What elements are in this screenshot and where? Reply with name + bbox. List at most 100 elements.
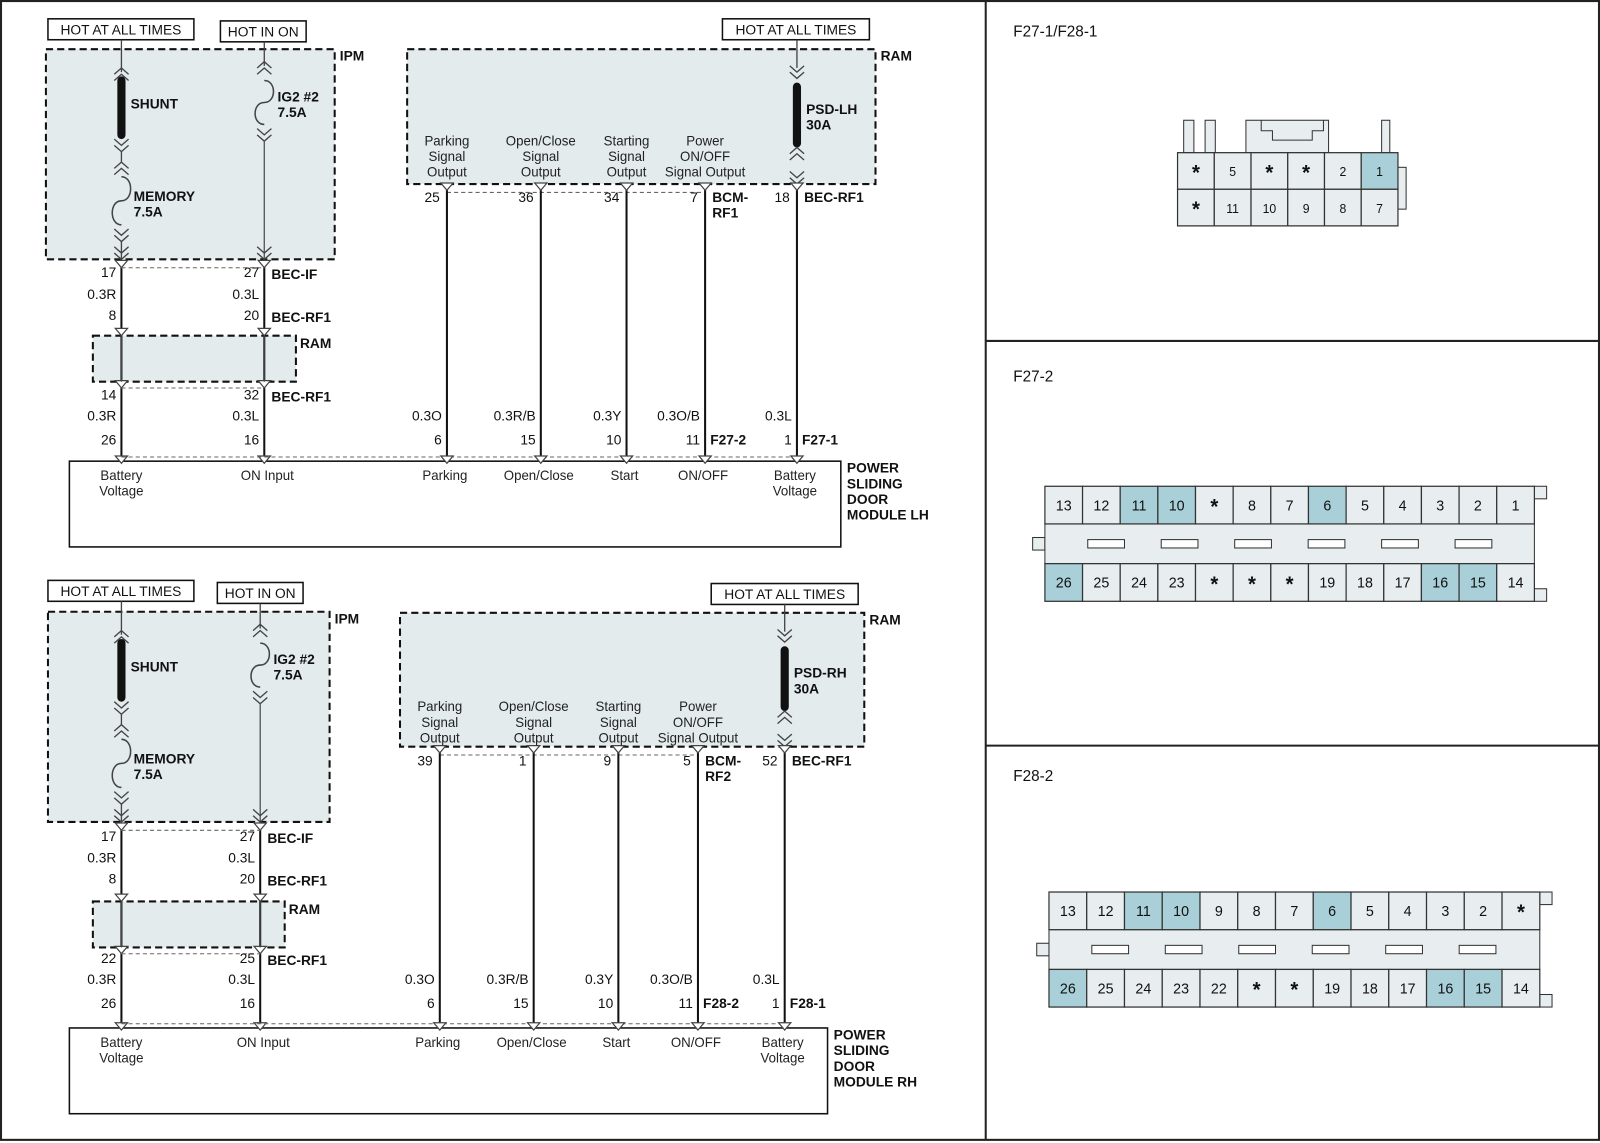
power-source-label: HOT AT ALL TIMES	[60, 583, 181, 599]
fuse-label: PSD-RH	[794, 664, 847, 680]
connector-pin-highlighted	[1420, 563, 1460, 602]
shunt-label: SHUNT	[131, 658, 179, 674]
pin-number: 18	[774, 189, 790, 205]
pin-number: 15	[513, 995, 529, 1011]
pin-number: 52	[762, 752, 778, 768]
ram-label: RAM	[869, 611, 900, 627]
pin-number: 5	[1366, 904, 1374, 920]
power-source-label: HOT IN ON	[225, 585, 296, 601]
output-label: Open/Close	[499, 699, 569, 714]
power-source-label-box	[721, 18, 871, 41]
ram-junction-box	[91, 334, 297, 383]
pin-number: 9	[604, 752, 612, 768]
connector-id: BEC-IF	[271, 266, 317, 282]
connector-tab	[1539, 993, 1553, 1008]
pin-terminal-icon	[697, 455, 713, 465]
output-label: Power	[679, 699, 717, 714]
pin-number: 0.3L	[232, 286, 259, 302]
connector-tab	[1036, 942, 1050, 957]
pin-number: 17	[101, 264, 117, 280]
pin-number: 25	[424, 189, 440, 205]
connector-slot	[1087, 539, 1125, 549]
connector-pin	[1274, 891, 1314, 931]
output-label: Signal Output	[658, 730, 739, 745]
connector-chevron-icon	[256, 246, 272, 261]
pin-terminal-icon	[432, 744, 448, 754]
fuse-label: IG2 #2	[278, 88, 320, 104]
pin-number: 13	[1060, 904, 1076, 920]
pin-number: 11	[686, 431, 701, 447]
pin-terminal-icon	[789, 182, 805, 192]
pin-number: *	[1302, 161, 1311, 184]
pin-terminal-icon	[113, 1022, 129, 1032]
pin-terminal-icon	[256, 259, 272, 269]
module-pin-label: Voltage	[99, 484, 143, 499]
pin-number: 10	[606, 431, 622, 447]
output-label: Parking	[424, 133, 469, 148]
pin-number: 24	[1131, 576, 1147, 592]
connector-pin	[1250, 152, 1289, 190]
fuse-icon	[254, 79, 275, 126]
pin-number: 0.3R	[87, 850, 116, 866]
connector-pin	[1250, 188, 1289, 227]
pin-terminal-icon	[610, 744, 626, 754]
module-pin-label: Start	[602, 1035, 630, 1050]
pin-terminal-icon	[113, 455, 129, 465]
connector-id: F27-2	[710, 431, 746, 447]
connector-pin	[1501, 891, 1541, 931]
connector-id: RF2	[705, 768, 731, 784]
connector-tab	[1032, 536, 1046, 551]
output-label: Output	[607, 165, 647, 180]
pin-terminal-icon	[697, 182, 713, 192]
connector-id: BCM-	[712, 189, 748, 205]
pin-number: 27	[240, 828, 256, 844]
module-title: SLIDING	[847, 475, 903, 491]
connector-pin	[1496, 485, 1536, 525]
connector-pin	[1307, 563, 1347, 602]
connector-title: F27-1/F28-1	[1013, 23, 1097, 40]
pin-number: 5	[1229, 165, 1236, 179]
connector-pin	[1157, 563, 1197, 602]
pin-number: 0.3R	[87, 971, 116, 987]
pin-number: 0.3R	[87, 286, 116, 302]
connector-tab	[1204, 119, 1216, 154]
pin-number: 8	[109, 307, 117, 323]
connector-pin	[1312, 968, 1352, 1008]
connector-chevron-icon	[113, 629, 130, 644]
pin-number: 0.3R	[87, 407, 116, 423]
connector-pin	[1194, 485, 1234, 525]
connector-slot	[1164, 944, 1203, 955]
pin-number: 8	[1248, 498, 1256, 514]
pin-number: 15	[520, 431, 536, 447]
pin-number: 32	[244, 386, 260, 402]
connector-pin	[1496, 563, 1536, 602]
pin-number: *	[1286, 573, 1295, 596]
connector-tab	[1397, 166, 1407, 210]
pin-terminal-icon	[252, 893, 268, 903]
output-label: Output	[521, 165, 561, 180]
pin-number: 8	[1253, 904, 1261, 920]
output-label: Signal	[429, 149, 466, 164]
module-pin-label: ON/OFF	[678, 468, 728, 483]
connector-id: RF1	[712, 204, 738, 220]
module-pin-label: ON Input	[237, 1035, 290, 1050]
connector-slot	[1381, 539, 1419, 549]
connector-tab	[1183, 119, 1195, 154]
connector-pin	[1360, 188, 1399, 227]
connector-slot	[1385, 944, 1423, 955]
connector-pin	[1287, 152, 1326, 190]
connector-tab	[1533, 588, 1548, 602]
connector-tab	[1381, 119, 1391, 154]
connector-pin	[1119, 563, 1159, 602]
psd-fuse-icon	[780, 646, 789, 712]
module-pin-label: ON Input	[241, 468, 294, 483]
pin-terminal-icon	[619, 182, 634, 192]
pin-number: 1	[519, 752, 527, 768]
pin-number: 4	[1404, 904, 1412, 920]
connector-id: F27-1	[802, 431, 838, 447]
pin-number: 13	[1056, 498, 1072, 514]
output-label: Starting	[596, 699, 642, 714]
pin-number: 36	[518, 189, 534, 205]
pin-number: 2	[1339, 165, 1346, 179]
connector-pin	[1048, 891, 1088, 931]
